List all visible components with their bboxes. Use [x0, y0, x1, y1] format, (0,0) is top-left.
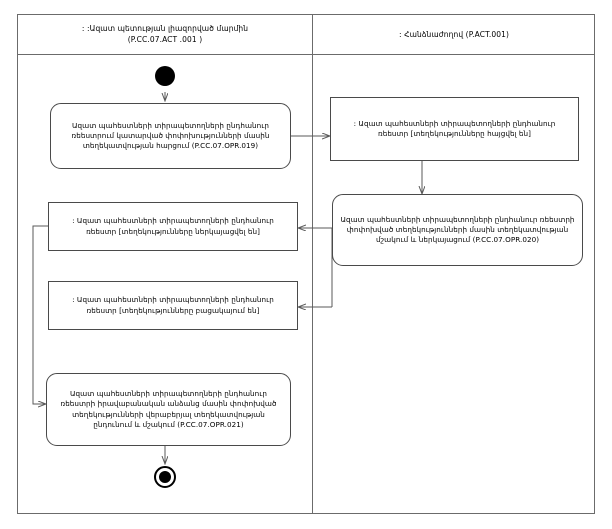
- final-node: [154, 466, 176, 488]
- object-requested-label: : Ազատ պահեստների տիրապետողների ընդհանու…: [353, 118, 556, 138]
- lane-header-right-line1: : Հանձնաժողով (P.ACT.001): [398, 29, 509, 39]
- lane-header-left: : :Ազատ պետության լիազորված մարմին (P.CC…: [17, 14, 313, 54]
- lane-divider: [312, 14, 313, 514]
- lane-header-left-line1: : :Ազատ պետության լիազորված մարմին: [81, 24, 249, 33]
- lane-header-left-line2: (P.CC.07.ACT .001 ): [127, 35, 203, 44]
- action-request-label: Ազատ պահեստների տիրապետողների ընդհանուր …: [71, 120, 270, 151]
- action-node-request-information[interactable]: Ազատ պահեստների տիրապետողների ընդհանուր …: [50, 103, 291, 169]
- object-absent-label: : Ազատ պահեստների տիրապետողների ընդհանու…: [72, 295, 274, 315]
- action-node-receive-and-process[interactable]: Ազատ պահեստների տիրապետողների ընդհանուր …: [46, 373, 291, 446]
- object-node-information-requested[interactable]: : Ազատ պահեստների տիրապետողների ընդհանու…: [330, 97, 579, 161]
- action-process-label: Ազատ պահեստների տիրապետողների ընդհանուր …: [340, 214, 575, 245]
- action-node-process-and-present[interactable]: Ազատ պահեստների տիրապետողների ընդհանուր …: [332, 194, 583, 266]
- object-node-information-absent[interactable]: : Ազատ պահեստների տիրապետողների ընդհանու…: [48, 281, 298, 330]
- action-receive-label: Ազատ պահեստների տիրապետողների ընդհանուր …: [60, 389, 277, 429]
- lane-header-right: : Հանձնաժողով (P.ACT.001): [313, 14, 595, 54]
- lane-header-rule: [17, 54, 595, 55]
- object-node-information-presented[interactable]: : Ազատ պահեստների տիրապետողների ընդհանու…: [48, 202, 298, 251]
- object-presented-label: : Ազատ պահեստների տիրապետողների ընդհանու…: [72, 216, 274, 236]
- initial-node: [155, 66, 175, 86]
